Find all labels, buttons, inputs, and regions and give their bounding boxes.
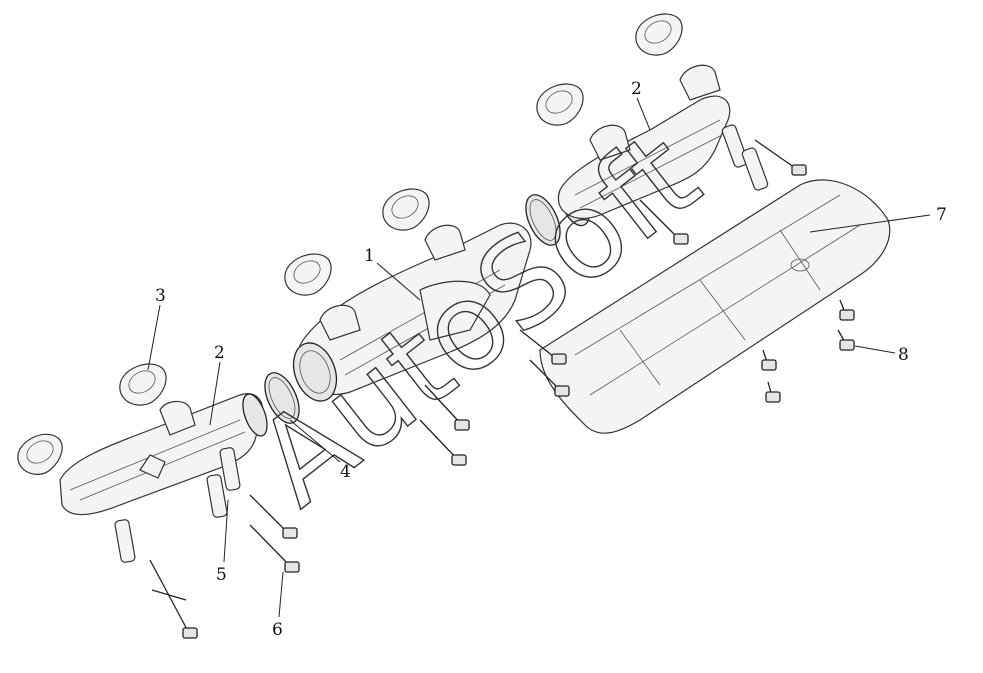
gasket-right-1 [536,83,584,126]
gasket-left-outer [17,433,63,475]
bolt [424,384,470,431]
bolt [151,589,187,601]
callout-6: 6 [272,620,283,640]
callout-1: 1 [364,246,375,266]
leader-lines [147,97,931,618]
gasket-right-2 [635,13,683,56]
callout-4: 4 [340,462,351,482]
bolt [761,349,777,371]
bolt [529,359,570,397]
bolt [249,494,298,539]
spacer-sleeves [114,124,769,563]
right-manifold-section [557,64,731,220]
bolt [839,299,855,321]
callout-2-lower: 2 [214,343,225,363]
bolt-8 [837,329,855,351]
bolt [149,559,198,639]
callout-labels: 1 2 2 3 4 5 6 7 8 [155,79,947,640]
callout-7: 7 [936,205,947,225]
bolt [639,199,689,245]
callout-2-upper: 2 [631,79,642,99]
gasket-mid-2 [382,188,430,231]
bolts [149,139,855,639]
bolt [765,381,781,403]
bolt [249,524,300,573]
left-manifold-section [59,393,268,516]
bolt [419,419,467,466]
gasket-3 [119,363,167,406]
callout-5: 5 [216,565,227,585]
heat-shield [539,179,891,434]
callout-8: 8 [898,345,909,365]
callout-3: 3 [155,286,166,306]
gasket-group [17,13,683,475]
bolt [754,139,807,176]
bolt [519,329,567,365]
gasket-mid-1 [284,253,332,296]
center-manifold-section [292,222,532,402]
